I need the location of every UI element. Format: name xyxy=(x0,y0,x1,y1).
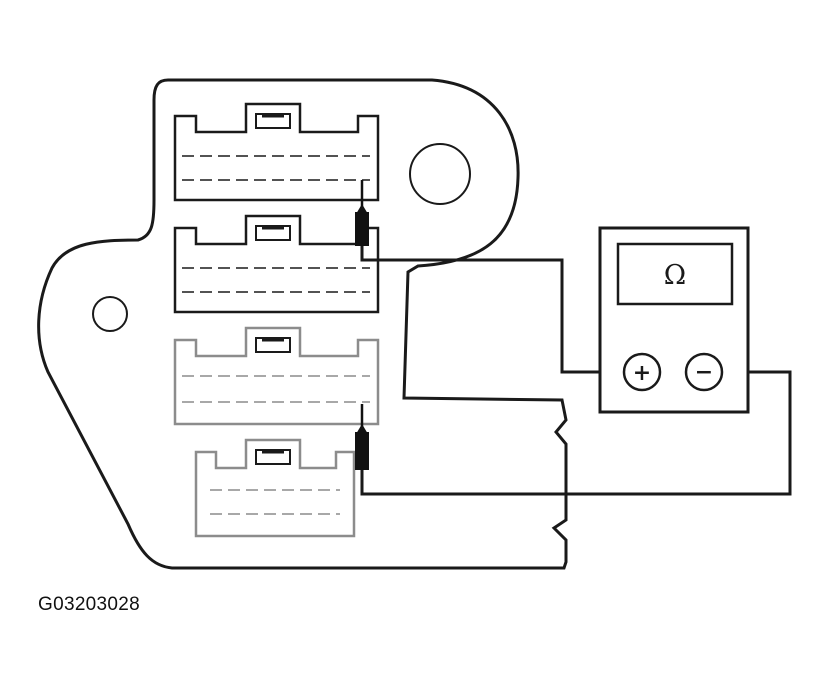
negative-terminal xyxy=(684,352,724,392)
positive-terminal xyxy=(622,352,662,392)
probe-upper xyxy=(355,180,369,246)
module-housing xyxy=(37,78,568,570)
positive-lead-wire xyxy=(360,246,624,374)
mounting-hole-right xyxy=(409,143,471,205)
negative-terminal-label: − xyxy=(695,359,713,385)
connector-1 xyxy=(173,102,380,202)
ohm-symbol: Ω xyxy=(664,260,686,291)
connector-4 xyxy=(194,438,356,538)
figure-code: G03203028 xyxy=(38,594,141,615)
negative-lead-wire xyxy=(360,370,792,496)
probe-lower xyxy=(355,404,369,470)
connector-2 xyxy=(173,214,380,314)
connector-3 xyxy=(173,326,380,426)
meter-display xyxy=(616,242,734,306)
mounting-hole-left xyxy=(92,296,128,332)
positive-terminal-label: + xyxy=(633,360,651,386)
ohmmeter: Ω + − xyxy=(598,226,750,414)
